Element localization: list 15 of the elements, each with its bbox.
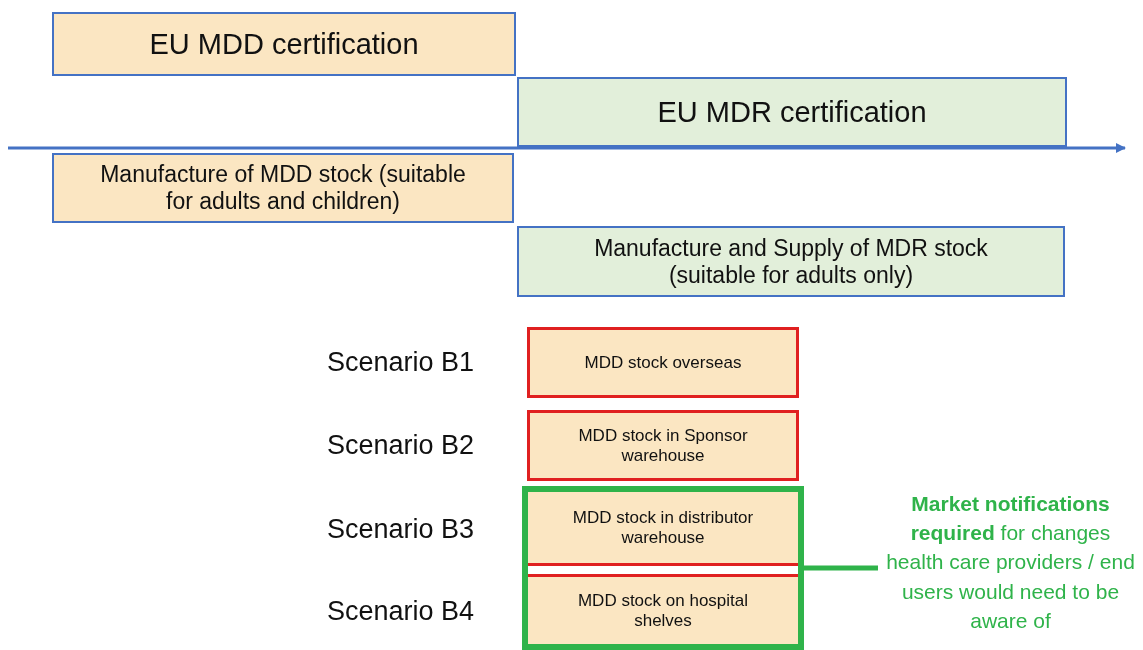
certification-bar: EU MDD certification: [52, 12, 516, 76]
scenario-box: MDD stock on hospital shelves: [528, 574, 798, 644]
scenario-label: Scenario B4: [327, 596, 475, 627]
scenario-box: MDD stock in Sponsor warehouse: [527, 410, 799, 481]
stock-bar: Manufacture and Supply of MDR stock (suitable for adults only): [517, 226, 1065, 297]
scenario-label: Scenario B1: [327, 347, 475, 378]
scenario-label: Scenario B3: [327, 514, 475, 545]
connector-line: [804, 565, 878, 571]
group-frame: [522, 486, 804, 650]
note-text: Market notifications required for changes health care providers / end users would need to be aware of: [878, 482, 1143, 642]
stock-bar: Manufacture of MDD stock (suitable for adults and children): [52, 153, 514, 223]
scenario-box: MDD stock in distributor warehouse: [528, 492, 798, 566]
scenario-label: Scenario B2: [327, 430, 475, 461]
scenario-box: MDD stock overseas: [527, 327, 799, 398]
certification-bar: EU MDR certification: [517, 77, 1067, 147]
